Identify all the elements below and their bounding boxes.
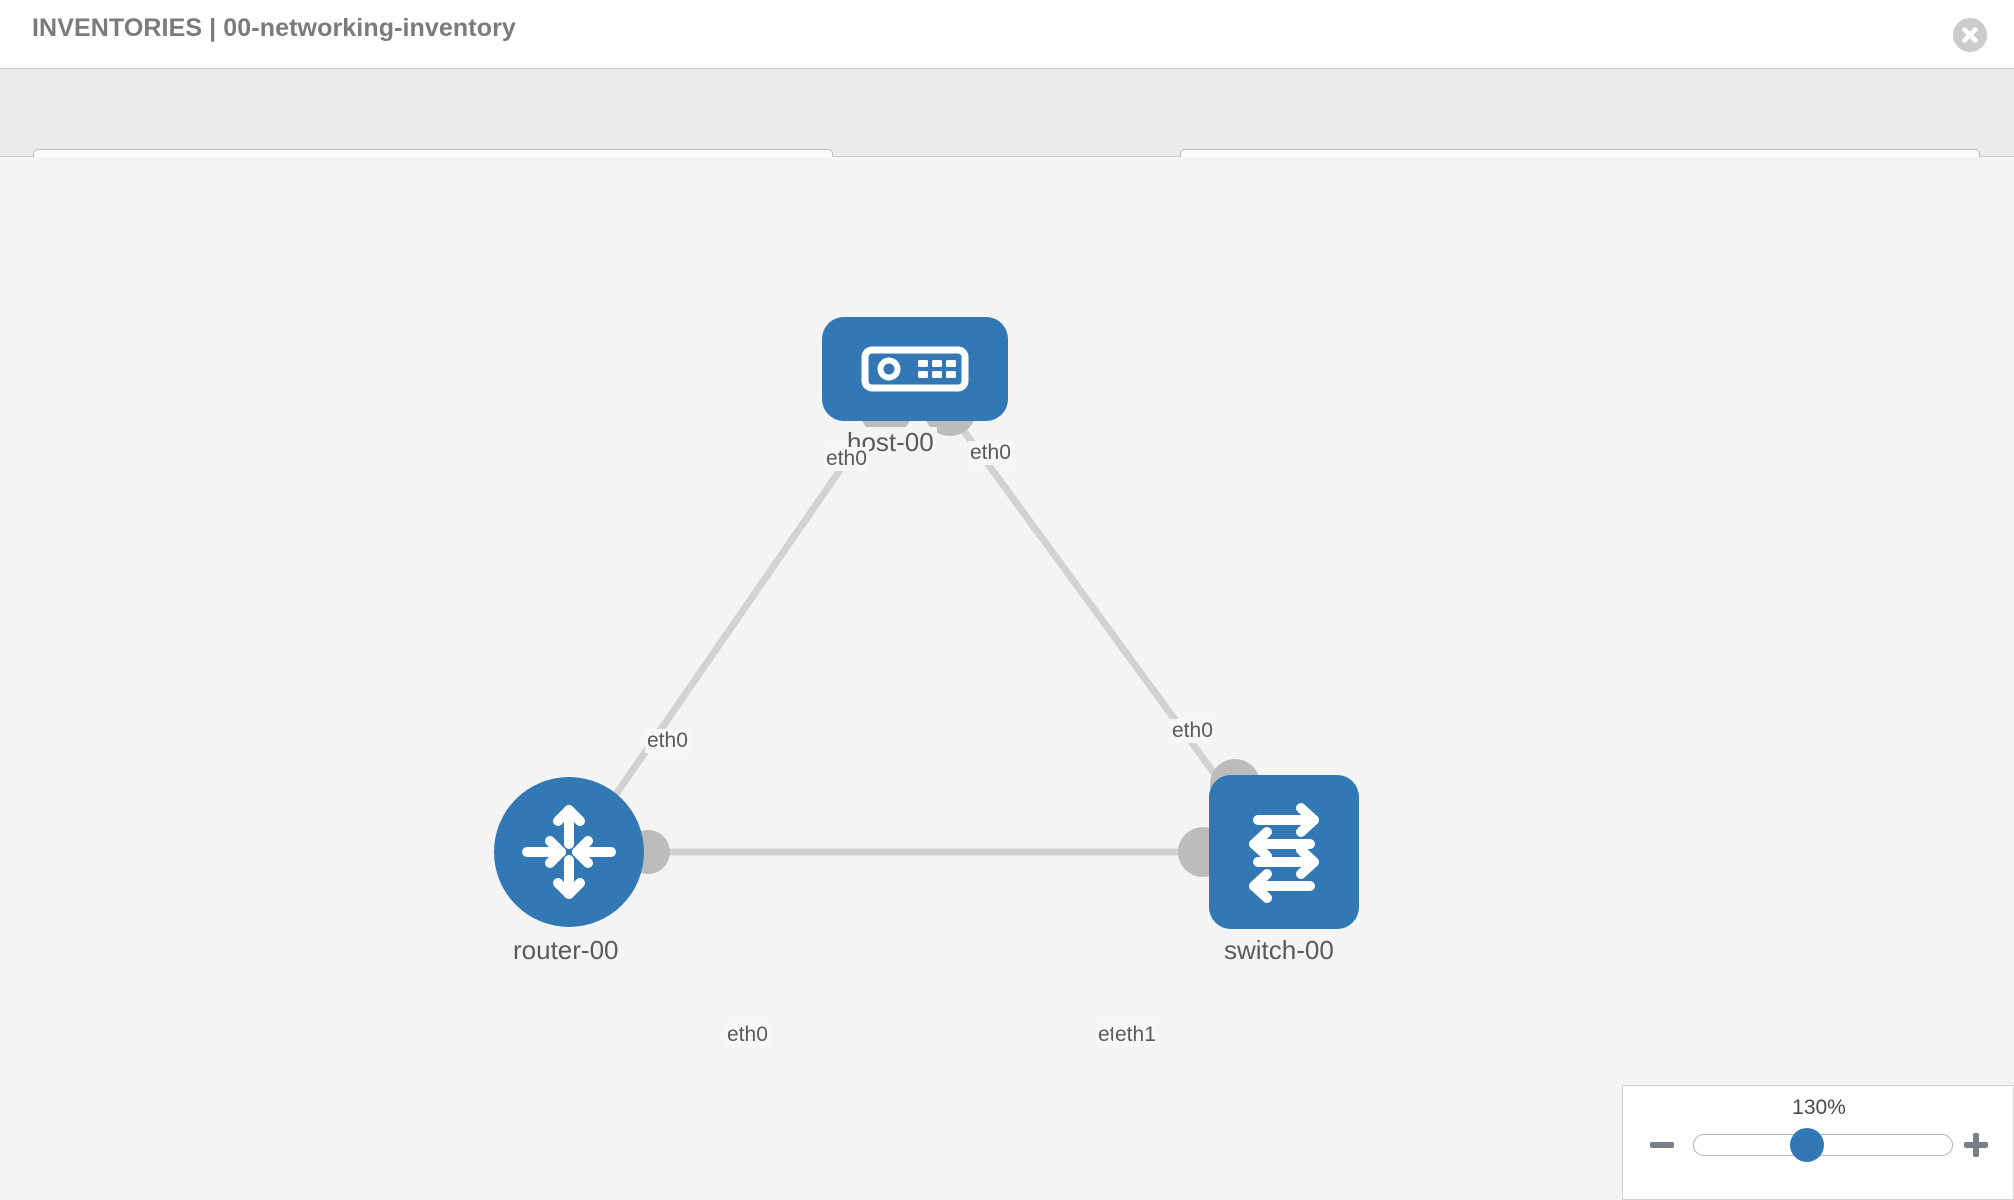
- link-host-switch: [949, 412, 1255, 828]
- iface-label-switch-up: eth0: [1170, 719, 1215, 743]
- node-switch-00[interactable]: switch-00: [1209, 775, 1359, 966]
- server-appliance-icon: [861, 346, 969, 392]
- iface-label-router-up: eth0: [645, 729, 690, 753]
- topology-canvas[interactable]: host-00: [0, 157, 2014, 1200]
- link-host-router: [589, 413, 881, 831]
- iface-label-switch-left: eth1: [1113, 1023, 1158, 1047]
- zoom-in-button[interactable]: [1961, 1130, 1991, 1160]
- plus-icon: [1964, 1133, 1988, 1157]
- iface-label-host-left: eth0: [824, 447, 869, 471]
- zoom-slider-handle[interactable]: [1790, 1128, 1824, 1162]
- node-host-00-label: host-00: [844, 427, 937, 458]
- topology-links-layer: [589, 384, 1260, 877]
- toolbar: ACTIONS SEARCH: [0, 68, 2014, 201]
- zoom-out-button[interactable]: [1647, 1130, 1677, 1160]
- node-router-00-shape: [494, 777, 644, 927]
- node-router-00[interactable]: router-00: [494, 777, 644, 966]
- close-icon[interactable]: [1953, 18, 1987, 52]
- minus-icon: [1650, 1142, 1674, 1148]
- page-header: INVENTORIES | 00-networking-inventory: [0, 0, 2014, 68]
- page-title: INVENTORIES | 00-networking-inventory: [32, 14, 516, 42]
- node-router-00-label: router-00: [510, 935, 622, 966]
- iface-label-host-right: eth0: [968, 441, 1013, 465]
- switch-arrows-icon: [1249, 803, 1319, 903]
- node-switch-00-shape: [1209, 775, 1359, 929]
- node-switch-00-label: switch-00: [1221, 935, 1337, 966]
- node-host-00-shape: [822, 317, 1008, 421]
- router-arrows-icon: [522, 805, 616, 899]
- iface-label-router-right: eth0: [725, 1023, 770, 1047]
- node-host-00[interactable]: host-00: [822, 317, 1008, 458]
- zoom-level-value: 130%: [1792, 1096, 1846, 1119]
- zoom-control-panel: 130%: [1622, 1085, 2014, 1200]
